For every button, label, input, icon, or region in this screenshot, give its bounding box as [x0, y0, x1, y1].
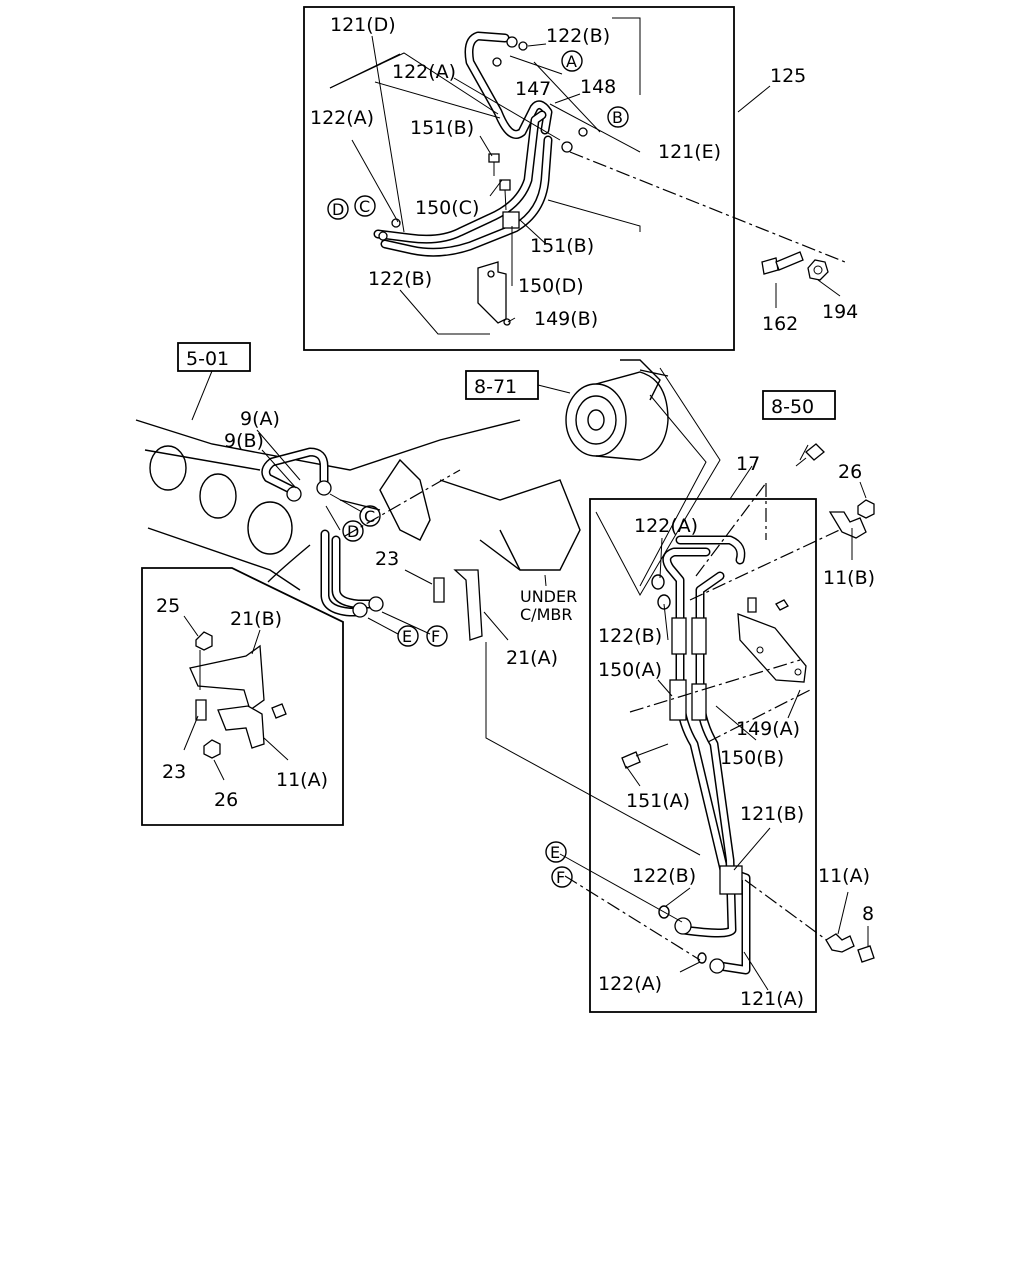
label-26-box: 26 — [214, 789, 238, 811]
svg-text:C: C — [359, 197, 370, 216]
svg-text:5-01: 5-01 — [186, 348, 229, 370]
svg-text:23: 23 — [375, 548, 399, 570]
label-11b: 11(B) — [823, 567, 875, 589]
label-25: 25 — [156, 595, 180, 617]
label-9a: 9(A) — [240, 408, 280, 430]
label-26-right: 26 — [838, 461, 862, 483]
svg-text:E: E — [550, 843, 560, 862]
label-121b: 121(B) — [740, 803, 804, 825]
bracket-21a: 23 21(A) — [375, 548, 701, 856]
callout-d-mid: D — [342, 520, 364, 542]
label-122b-mid: 122(B) — [368, 268, 432, 290]
callout-e-right: E — [545, 841, 567, 863]
ref-box-8-50: 8-50 — [762, 390, 836, 420]
label-162: 162 — [762, 313, 798, 335]
clamp-11b — [828, 481, 875, 560]
leaders-top — [329, 17, 846, 335]
label-122a-r2: 122(A) — [598, 973, 662, 995]
label-151b-top: 151(B) — [410, 117, 474, 139]
svg-text:8-71: 8-71 — [474, 376, 517, 398]
label-under: UNDER — [520, 587, 577, 606]
svg-text:21(A): 21(A) — [506, 647, 558, 669]
detail-box-right — [589, 498, 817, 1013]
label-149b: 149(B) — [534, 308, 598, 330]
callout-d-top: D — [327, 198, 349, 220]
compressor — [565, 359, 669, 461]
bracket-149a — [737, 597, 807, 683]
svg-text:C: C — [364, 507, 375, 526]
label-151a: 151(A) — [626, 790, 690, 812]
svg-text:A: A — [566, 52, 577, 71]
svg-text:8-50: 8-50 — [771, 396, 814, 418]
label-149a: 149(A) — [736, 718, 800, 740]
callout-b: B — [607, 106, 629, 128]
callout-c-top: C — [354, 195, 376, 217]
label-150c: 150(C) — [415, 197, 479, 219]
label-121d: 121(D) — [330, 14, 396, 36]
callout-a: A — [561, 50, 583, 72]
label-11a-right: 11(A) — [818, 865, 870, 887]
label-cmbr: C/MBR — [520, 605, 572, 624]
nut-194 — [807, 259, 841, 297]
callout-c-mid: C — [359, 505, 381, 527]
callout-e-mid: E — [397, 625, 419, 647]
label-147: 147 — [515, 78, 551, 100]
label-121a: 121(A) — [740, 988, 804, 1010]
label-150d: 150(D) — [518, 275, 584, 297]
hose-9 — [261, 447, 377, 617]
label-122b-top: 122(B) — [546, 25, 610, 47]
label-9b: 9(B) — [224, 430, 264, 452]
label-194: 194 — [822, 301, 858, 323]
ref-box-8-71: 8-71 — [465, 370, 571, 400]
label-23-box: 23 — [162, 761, 186, 783]
callout-f-mid: F — [426, 625, 448, 647]
svg-text:D: D — [332, 200, 344, 219]
label-17: 17 — [736, 453, 760, 475]
bolt-162 — [761, 251, 804, 308]
label-150b: 150(B) — [720, 747, 784, 769]
hose-121d — [464, 31, 553, 139]
label-11a-box: 11(A) — [276, 769, 328, 791]
label-122b-r1: 122(B) — [598, 625, 662, 647]
callout-f-right: F — [551, 866, 573, 888]
label-125: 125 — [770, 65, 806, 87]
ref-box-5-01: 5-01 — [177, 342, 251, 421]
clamp-11a-right — [825, 891, 875, 963]
engine-block — [135, 419, 581, 591]
svg-text:F: F — [556, 868, 565, 887]
label-150a: 150(A) — [598, 659, 662, 681]
label-148: 148 — [580, 76, 616, 98]
svg-text:B: B — [612, 108, 623, 127]
label-122b-r2: 122(B) — [632, 865, 696, 887]
label-151b-mid: 151(B) — [530, 235, 594, 257]
hose-121e — [373, 110, 553, 257]
label-122a-r1: 122(A) — [634, 515, 698, 537]
label-8: 8 — [862, 903, 874, 925]
svg-text:D: D — [347, 522, 359, 541]
detail-box-top — [303, 6, 735, 351]
detail-box-left — [141, 567, 344, 826]
label-122a-top: 122(A) — [392, 61, 456, 83]
bracket-21b — [183, 615, 289, 781]
label-121e: 121(E) — [658, 141, 721, 163]
svg-text:F: F — [431, 627, 440, 646]
svg-text:E: E — [402, 627, 412, 646]
label-21b: 21(B) — [230, 608, 282, 630]
label-122a-left: 122(A) — [310, 107, 374, 129]
